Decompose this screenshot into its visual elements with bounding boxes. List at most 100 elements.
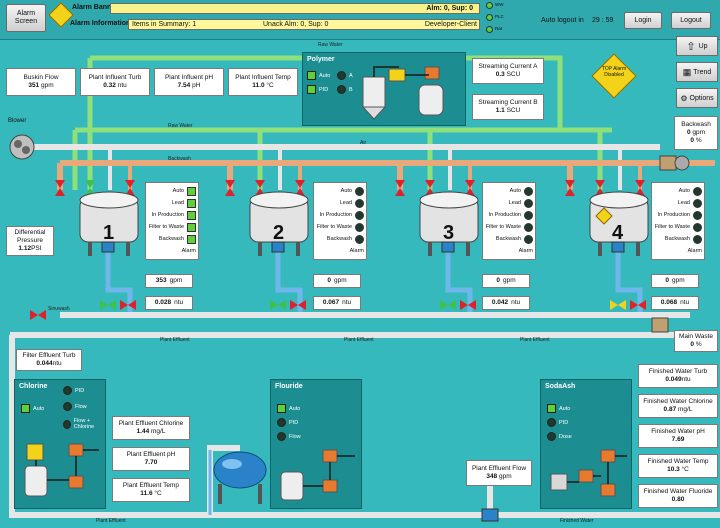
chlorine-auto-checkbox[interactable]: Auto — [21, 404, 44, 413]
sodaash-auto-checkbox[interactable]: Auto — [547, 404, 570, 413]
polymer-auto-checkbox[interactable]: Auto — [307, 71, 330, 80]
readout-value: 0.3 — [495, 71, 505, 78]
status-indicator — [187, 234, 196, 244]
checkbox-indicator — [63, 419, 71, 429]
readout-value: 7.69 — [671, 436, 685, 443]
status-label: Filter to Waste — [485, 224, 521, 230]
checkbox-label: Dose — [559, 433, 572, 440]
filter-tank-2[interactable] — [248, 188, 310, 258]
checkbox-label: PID — [319, 86, 329, 93]
alarm-screen-button[interactable]: Alarm Screen — [6, 4, 46, 32]
chlorine-title: Chlorine — [19, 383, 48, 390]
status-indicator — [524, 198, 533, 208]
plant-effluent-pipe-label: Plant Effluent — [344, 337, 374, 343]
trend-button[interactable]: ▦ Trend — [676, 62, 718, 82]
readout-label: Streaming Current A — [478, 63, 538, 70]
blower-label: Blower — [8, 118, 27, 124]
readout-unit: mg/L — [151, 428, 166, 435]
plant-influent-turb-readout: Plant Influent Turb 0.32 ntu — [80, 68, 150, 96]
filter-tank-1[interactable] — [78, 188, 140, 258]
status-label: Auto — [340, 188, 352, 194]
sodaash-panel: SodaAsh Auto PID Dose — [540, 379, 632, 509]
filter-tank-4[interactable] — [588, 188, 650, 258]
readout-unit: °C — [266, 82, 274, 89]
effluent-underdrain — [105, 245, 643, 315]
sodaash-pid-checkbox[interactable]: PID — [547, 418, 568, 427]
readout-value: 0 — [327, 277, 331, 284]
status-label: Lead — [677, 200, 690, 206]
readout-unit: ntu — [511, 299, 521, 306]
fluoride-auto-checkbox[interactable]: Auto — [277, 404, 300, 413]
alarm-banner-bar[interactable]: Alm: 0, Sup: 0 — [110, 3, 480, 14]
readout-unit: % — [695, 341, 702, 348]
chlorine-equipment-icon — [24, 443, 99, 497]
chlorine-flow-checkbox[interactable]: Flow — [63, 402, 87, 411]
status-indicator — [355, 234, 364, 244]
chlorine-pid-checkbox[interactable]: PID — [63, 386, 84, 395]
fluoride-flow-checkbox[interactable]: Flow — [277, 432, 301, 441]
alarm-banner-label: Alarm Banner — [72, 4, 118, 11]
raw-water-pipe-label: Raw Water — [318, 42, 343, 48]
alarm-info-bar[interactable]: Items in Summary: 1 Unack Alm: 0, Sup: 0… — [128, 19, 480, 30]
status-label: In Production — [319, 212, 352, 218]
readout-label: Plant Influent Turb — [88, 74, 142, 81]
filter-number-2: 2 — [273, 222, 285, 244]
filter-tank-3[interactable] — [418, 188, 480, 258]
checkbox-indicator — [337, 71, 346, 80]
readout-value: 0.80 — [671, 496, 685, 503]
checkbox-indicator — [63, 402, 72, 411]
readout-label: Finished Water pH — [651, 428, 705, 435]
items-in-summary: Items in Summary: 1 — [132, 21, 197, 28]
auto-logout-timer: 29 : 59 — [592, 17, 614, 24]
checkbox-label: Auto — [559, 405, 571, 412]
fluoride-pid-checkbox[interactable]: PID — [277, 418, 298, 427]
readout-unit: SCU — [506, 107, 521, 114]
readout-value: 0.042 — [491, 299, 509, 306]
trend-button-label: Trend — [693, 68, 712, 76]
polymer-pid-checkbox[interactable]: PID — [307, 85, 328, 94]
checkbox-indicator — [277, 432, 286, 441]
status-indicator — [524, 234, 533, 244]
finished-water-chlorine-readout: Finished Water Chlorine 0.87 mg/L — [638, 394, 718, 418]
readout-value: 0.049 — [665, 376, 682, 383]
polymer-a-checkbox[interactable]: A — [337, 71, 353, 80]
status-indicator — [524, 210, 533, 220]
logout-button[interactable]: Logout — [671, 12, 711, 29]
readout-label: Plant Effluent Temp — [122, 482, 180, 489]
up-button[interactable]: ⇧ Up — [676, 36, 718, 56]
readout-value: 7.54 — [177, 82, 191, 89]
status-indicator — [355, 186, 364, 196]
filter-3-status-panel: Auto Lead In Production Filter to Waste … — [482, 182, 536, 260]
fluoride-title: Flouride — [275, 383, 303, 390]
checkbox-label: Flow — [289, 433, 301, 440]
readout-value: 1.44 — [136, 428, 150, 435]
status-label: Backwash — [326, 236, 352, 242]
sodaash-dose-checkbox[interactable]: Dose — [547, 432, 572, 441]
options-button[interactable]: ⚙ Options — [676, 88, 718, 108]
polymer-b-checkbox[interactable]: B — [337, 85, 353, 94]
status-indicator — [187, 186, 196, 196]
raw-water-pipe-label: Raw Water — [168, 123, 193, 129]
readout-label: Plant Effluent Flow — [471, 465, 527, 472]
readout-unit: ntu — [680, 299, 690, 306]
streaming-current-b-readout: Streaming Current B 1.1 SCU — [472, 94, 544, 120]
chlorine-flow-chlorine-checkbox[interactable]: Flow + Chlorine — [63, 418, 105, 430]
plant-effluent-chlorine-readout: Plant Effluent Chlorine 1.44 mg/L — [112, 416, 190, 440]
checkbox-label: Auto — [319, 72, 331, 79]
alarm-info-label: Alarm Information — [70, 20, 131, 27]
status-label: Alarm — [518, 248, 533, 254]
status-indicator — [187, 210, 196, 220]
login-button[interactable]: Login — [624, 12, 662, 29]
readout-value: 351 — [28, 82, 40, 89]
checkbox-indicator — [277, 418, 286, 427]
status-indicator — [693, 186, 702, 196]
finished-water-ph-readout: Finished Water pH 7.69 — [638, 424, 718, 448]
readout-unit: ntu — [52, 360, 62, 367]
status-label: Filter to Waste — [654, 224, 690, 230]
status-label: Lead — [339, 200, 352, 206]
status-label: In Production — [488, 212, 521, 218]
readout-unit: % — [695, 137, 702, 144]
checkbox-label: Auto — [33, 405, 45, 412]
